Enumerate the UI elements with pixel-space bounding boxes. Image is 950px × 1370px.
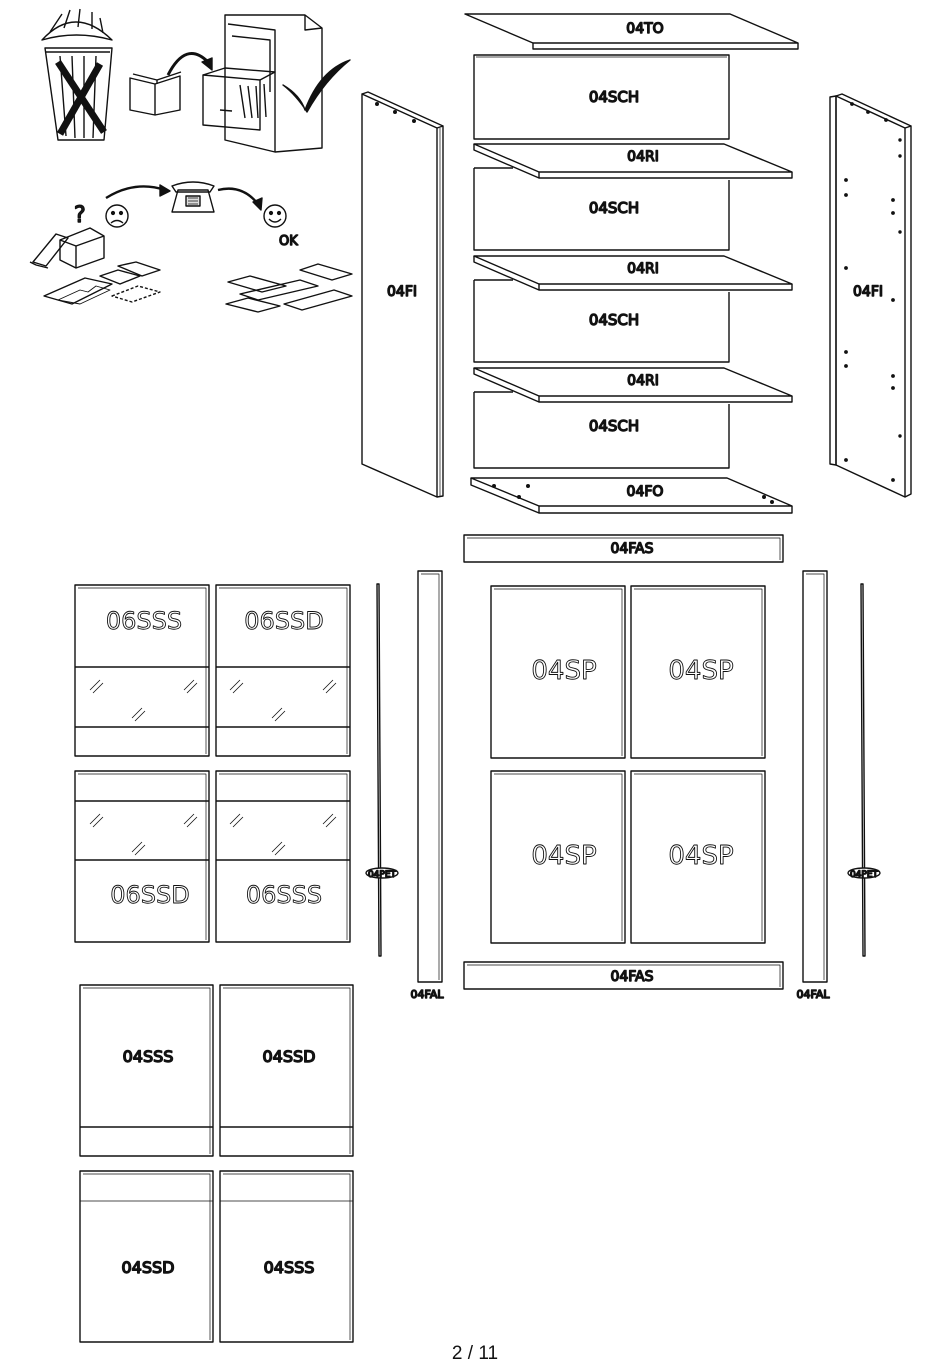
svg-text:04SSS: 04SSS <box>264 1258 315 1277</box>
svg-text:04SP: 04SP <box>531 656 596 686</box>
telephone-icon <box>172 182 214 212</box>
ok-label: OK <box>279 234 298 249</box>
svg-text:04SCH: 04SCH <box>589 88 639 106</box>
broken-parts-icon <box>44 262 160 304</box>
inner-shelf-3: 04RI <box>474 368 792 402</box>
back-panel-top-left: 04SP <box>491 586 625 758</box>
svg-text:06SSS: 06SSS <box>106 607 182 635</box>
front-strip-top: 04FAS <box>464 535 783 562</box>
inner-shelf-2: 04RI <box>474 256 792 290</box>
shelf-back-panel-4: 04SCH <box>474 392 729 468</box>
front-strip-right: 04FAL <box>797 571 831 1001</box>
manual-book-icon <box>130 72 181 115</box>
svg-text:04FAS: 04FAS <box>610 969 653 985</box>
checkmark-icon <box>283 60 350 112</box>
svg-text:06SSD: 06SSD <box>244 607 324 635</box>
svg-text:04RI: 04RI <box>627 373 659 389</box>
shelf-back-panel-2: 04SCH <box>474 168 729 250</box>
svg-text:04FO: 04FO <box>627 484 664 500</box>
front-strip-left: 04FAL <box>411 571 445 1001</box>
svg-text:04RI: 04RI <box>627 149 659 165</box>
trash-bin-icon <box>42 9 112 140</box>
svg-text:04PET: 04PET <box>368 870 397 880</box>
svg-text:04SP: 04SP <box>531 841 596 871</box>
front-strip-bottom: 04FAS <box>464 962 783 989</box>
svg-text:04SSD: 04SSD <box>122 1258 175 1277</box>
side-panel-right: 04FI <box>830 94 911 497</box>
top-panel: 04TO <box>465 14 798 49</box>
svg-text:04SSD: 04SSD <box>263 1047 316 1066</box>
pet-strip-right: 04PET <box>848 584 880 956</box>
question-mark: ? <box>74 203 86 228</box>
svg-text:04TO: 04TO <box>626 21 663 37</box>
svg-text:04FAS: 04FAS <box>610 541 653 557</box>
shelf-back-panel-1: 04SCH <box>474 55 729 139</box>
svg-text:04FAL: 04FAL <box>797 988 831 1001</box>
back-panel-bottom-left: 04SP <box>491 771 625 943</box>
svg-text:04FAL: 04FAL <box>411 988 445 1001</box>
svg-text:04FI: 04FI <box>853 284 883 300</box>
back-panel-bottom-right: 04SP <box>631 771 765 943</box>
svg-text:04SCH: 04SCH <box>589 199 639 217</box>
svg-text:04RI: 04RI <box>627 261 659 277</box>
back-panel-top-right: 04SP <box>631 586 765 758</box>
solid-door-bottom-right: 04SSS <box>220 1171 353 1342</box>
damaged-box-icon <box>30 228 104 268</box>
inner-shelf-1: 04RI <box>474 144 792 178</box>
svg-text:04SSS: 04SSS <box>123 1047 174 1066</box>
pet-strip-left: 04PET <box>366 584 398 956</box>
glass-door-bottom-left: 06SSD <box>75 771 209 942</box>
happy-face-icon <box>264 205 286 227</box>
glass-door-bottom-right: 06SSS <box>216 771 350 942</box>
arrow-to-phone-icon <box>106 185 170 198</box>
svg-text:04FI: 04FI <box>387 284 417 300</box>
svg-text:04PET: 04PET <box>850 870 879 880</box>
svg-text:04SCH: 04SCH <box>589 311 639 329</box>
solid-door-top-right: 04SSD <box>220 985 353 1156</box>
svg-text:04SP: 04SP <box>668 841 733 871</box>
glass-door-top-right: 06SSD <box>216 585 350 756</box>
svg-text:06SSD: 06SSD <box>110 881 190 909</box>
filing-cabinet-icon <box>203 15 322 152</box>
side-panel-left: 04FI <box>362 92 443 497</box>
parts-ok-icon <box>226 264 352 312</box>
bottom-panel: 04FO <box>471 478 792 513</box>
sad-face-icon <box>106 205 128 227</box>
arrow-to-happy-icon <box>218 189 262 210</box>
shelf-back-panel-3: 04SCH <box>474 280 729 362</box>
solid-door-top-left: 04SSS <box>80 985 213 1156</box>
svg-text:04SCH: 04SCH <box>589 417 639 435</box>
svg-text:04SP: 04SP <box>668 656 733 686</box>
arrow-to-cabinet-icon <box>168 54 212 75</box>
svg-text:06SSS: 06SSS <box>246 881 322 909</box>
glass-door-top-left: 06SSS <box>75 585 209 756</box>
page-number: 2 / 11 <box>0 1343 950 1365</box>
solid-door-bottom-left: 04SSD <box>80 1171 213 1342</box>
